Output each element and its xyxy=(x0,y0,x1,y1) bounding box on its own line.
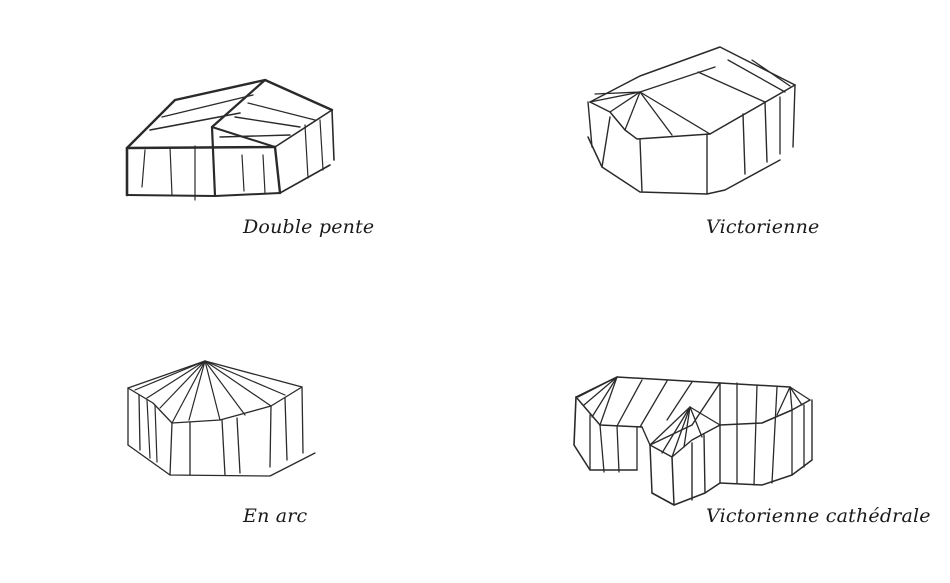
double-pente-tent-icon xyxy=(125,78,335,201)
en-arc-tent-icon xyxy=(127,360,316,477)
caption-double-pente: Double pente xyxy=(243,216,375,238)
caption-victorienne-cathedrale: Victorienne cathédrale xyxy=(706,505,931,527)
victorienne-cathedrale-tent-icon xyxy=(573,376,813,506)
tent-sketch-victorienne-cathedrale xyxy=(572,375,822,510)
tent-sketch-en-arc xyxy=(125,360,316,485)
caption-victorienne: Victorienne xyxy=(706,216,820,238)
victorienne-tent-icon xyxy=(587,46,796,195)
tent-sketch-victorienne xyxy=(580,42,810,202)
caption-en-arc: En arc xyxy=(243,505,308,527)
tent-sketch-double-pente xyxy=(120,75,350,205)
